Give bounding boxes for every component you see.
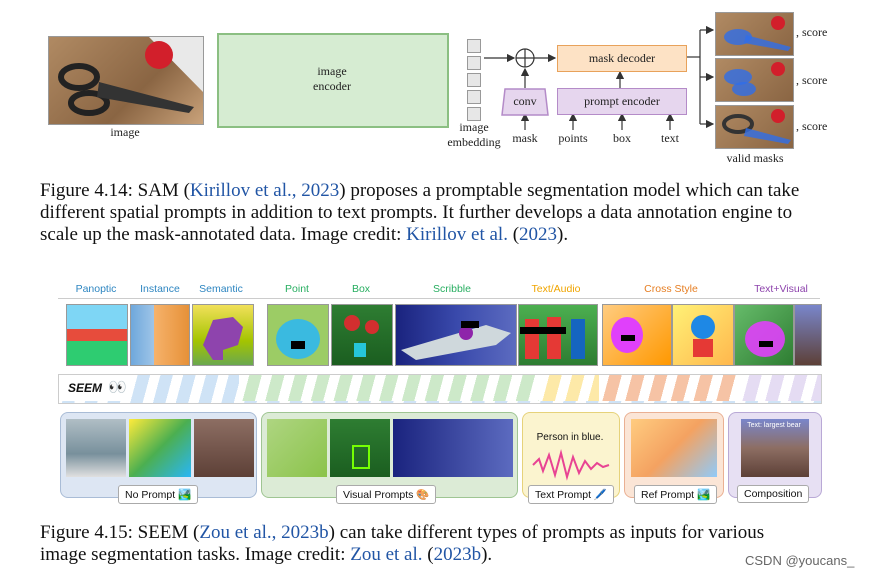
text-visual-image (794, 304, 822, 366)
box-image (331, 304, 393, 366)
prompt-input-text: text (661, 131, 679, 145)
conv-box (501, 88, 549, 116)
text-audio-image (518, 304, 598, 366)
conv-label: conv (513, 94, 537, 108)
csdn-watermark: CSDN @youcans_ (745, 553, 855, 568)
sam-arrows (484, 25, 715, 130)
valid-mask-1 (715, 12, 794, 56)
citation-zou-1[interactable]: Zou et al., 2023b (199, 522, 329, 543)
category-scribble: Scribble (433, 283, 471, 295)
caption-1-line-3-prefix: scale up the mask-annotated data. Image … (40, 224, 407, 245)
image-encoder-box (217, 33, 449, 128)
ref-prompt-panel (624, 412, 724, 498)
category-text-visual: Text+Visual (754, 283, 808, 295)
scissors-image (48, 36, 204, 125)
mask-decoder-box (557, 45, 687, 72)
citation-kirillov-2[interactable]: Kirillov et al. (406, 224, 508, 245)
cross-style-image-2 (672, 304, 734, 366)
citation-zou-2[interactable]: Zou et al. (350, 544, 423, 565)
sam-figure: image image encoder image embedding (0, 0, 880, 170)
seem-stripe-bar (58, 374, 822, 404)
ref-prompt-label: Ref Prompt 🏞️ (634, 485, 718, 504)
caption-2-mid: ) can take different types of prompts as… (328, 522, 765, 543)
prompt-encoder-box (557, 88, 687, 115)
caption-1-line-1: Figure 4.14: SAM (Kirillov et al., 2023)… (40, 180, 845, 202)
citation-year-2023b[interactable]: 2023b (433, 544, 482, 565)
caption-1-line-3-mid: ( (507, 224, 520, 245)
no-prompt-label: No Prompt 🏞️ (118, 485, 199, 504)
caption-1-line-3-suffix: ). (557, 224, 569, 245)
category-text-audio: Text/Audio (531, 283, 581, 295)
point-image (267, 304, 329, 366)
valid-mask-2 (715, 58, 794, 102)
score-label-1: , score (796, 25, 828, 39)
caption-2-line-2-prefix: image segmentation tasks. Image credit: (40, 544, 351, 565)
category-cross-style: Cross Style (644, 283, 698, 295)
caption-2-line-2-suffix: ). (481, 544, 493, 565)
category-panoptic: Panoptic (75, 283, 117, 295)
prompt-input-box: box (613, 131, 631, 145)
caption-1-line-2: different spatial prompts in addition to… (40, 202, 793, 223)
caption-2-line-2: image segmentation tasks. Image credit: … (40, 544, 845, 566)
figure-4-14-caption: Figure 4.14: SAM (Kirillov et al., 2023)… (40, 180, 845, 246)
caption-2-line-2-mid: ( (422, 544, 434, 565)
cross-style-image-1 (602, 304, 672, 366)
image-label: image (110, 125, 140, 139)
caption-2-prefix: Figure 4.15: SEEM ( (40, 522, 200, 543)
text-prompt-label: Text Prompt 🖊️ (528, 485, 615, 504)
cross-style-image-3 (734, 304, 794, 366)
composition-label: Composition (737, 485, 810, 503)
category-box: Box (351, 283, 371, 295)
embedding-stack (467, 39, 481, 124)
category-point: Point (285, 283, 309, 295)
visual-prompts-panel (261, 412, 518, 498)
eyes-icon: 👀 (108, 379, 127, 396)
mask-decoder-label: mask decoder (588, 51, 656, 65)
text-prompt-panel (522, 412, 620, 498)
audio-waveform-icon (532, 449, 610, 481)
semantic-image (192, 304, 254, 366)
caption-1-prefix: Figure 4.14: SAM ( (40, 180, 190, 201)
citation-kirillov-1[interactable]: Kirillov et al., 2023 (189, 180, 340, 201)
prompt-encoder-label: prompt encoder (584, 94, 660, 108)
score-label-2: , score (796, 73, 828, 87)
scissors-icon (58, 37, 203, 116)
figure-4-15-caption: Figure 4.15: SEEM (Zou et al., 2023b) ca… (40, 522, 845, 566)
valid-masks-label: valid masks (726, 151, 784, 165)
scribble-image (395, 304, 517, 366)
valid-mask-3 (715, 105, 794, 149)
caption-1-line-3: scale up the mask-annotated data. Image … (40, 224, 845, 246)
citation-year-2023[interactable]: 2023 (519, 224, 558, 245)
panoptic-image (66, 304, 128, 366)
seem-figure: Panoptic Instance Semantic Point Box Scr… (58, 274, 822, 506)
prompt-input-mask: mask (512, 131, 538, 145)
image-encoder-label: image encoder (313, 64, 351, 93)
caption-1-mid: ) proposes a promptable segmentation mod… (339, 180, 800, 201)
instance-image (130, 304, 190, 366)
caption-2-line-1: Figure 4.15: SEEM (Zou et al., 2023b) ca… (40, 522, 845, 544)
no-prompt-panel (60, 412, 257, 498)
image-embedding-label: image embedding (447, 120, 501, 149)
seem-logo-text: SEEM (68, 381, 103, 395)
score-label-3: , score (796, 119, 828, 133)
text-prompt-example: Person in blue. (536, 432, 604, 443)
prompt-input-points: points (558, 131, 588, 145)
visual-prompts-label: Visual Prompts 🎨 (336, 485, 437, 504)
category-instance: Instance (140, 283, 180, 295)
composition-example: Text: largest bear (747, 422, 801, 429)
category-bar (58, 274, 820, 299)
category-semantic: Semantic (199, 283, 243, 295)
